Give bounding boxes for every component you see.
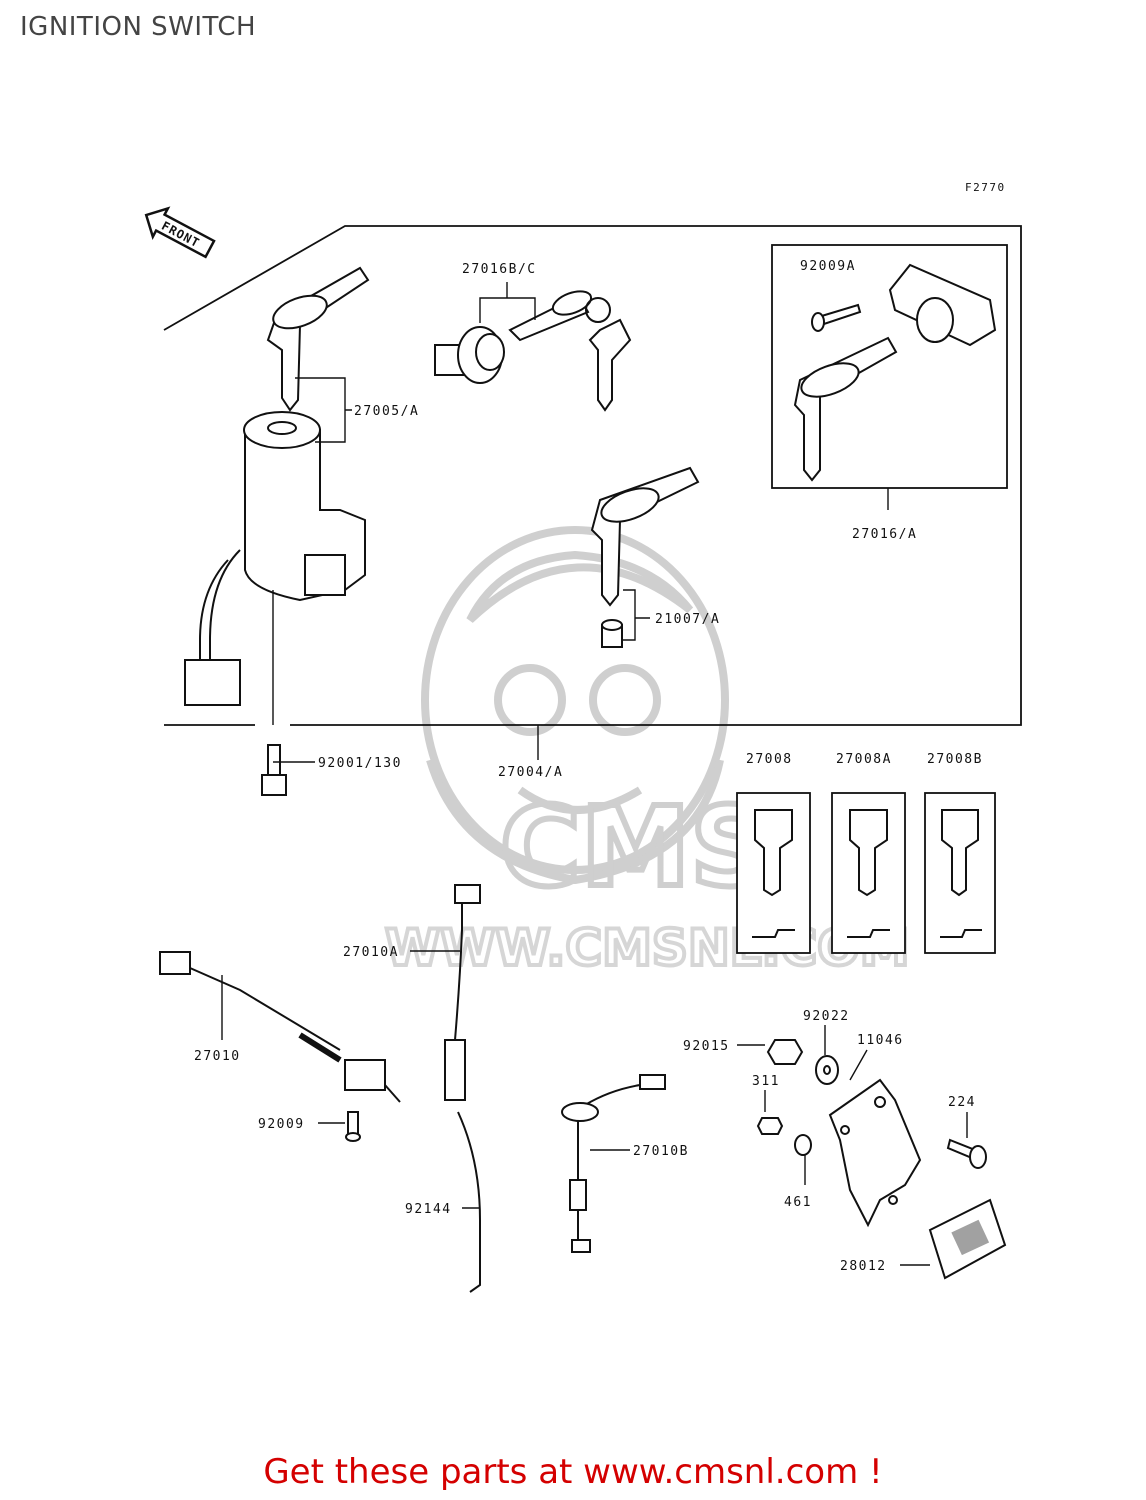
part-label-27004a: 27004/A bbox=[498, 765, 563, 780]
part-label-224: 224 bbox=[948, 1095, 976, 1110]
key-set-box bbox=[771, 244, 1008, 489]
bracket-icon bbox=[828, 1078, 922, 1228]
part-label-27010b: 27010B bbox=[633, 1144, 689, 1159]
part-label-28012: 28012 bbox=[840, 1259, 887, 1274]
reflector-icon bbox=[928, 1198, 1007, 1280]
washer-icon bbox=[794, 1055, 839, 1156]
small-lock-icon bbox=[601, 619, 623, 648]
ignition-switch-body bbox=[184, 411, 366, 706]
harness-27010a bbox=[444, 884, 481, 1293]
part-label-21007a: 21007/A bbox=[655, 612, 720, 627]
lock-housing-icon bbox=[888, 263, 997, 347]
part-label-92001: 92001/130 bbox=[318, 756, 402, 771]
screw-icon bbox=[811, 303, 862, 332]
part-label-27010a: 27010A bbox=[343, 945, 399, 960]
key-icon bbox=[590, 466, 700, 607]
lock-cylinder-icon bbox=[434, 326, 505, 384]
part-label-27008b: 27008B bbox=[927, 752, 983, 767]
watermark-mascot bbox=[421, 526, 729, 885]
key-profile-icon bbox=[752, 929, 982, 938]
leader-lines bbox=[221, 282, 968, 1266]
bolt-icon bbox=[261, 744, 287, 796]
part-label-92009: 92009 bbox=[258, 1117, 305, 1132]
bolt-icon bbox=[946, 1138, 987, 1169]
page-title: IGNITION SWITCH bbox=[20, 12, 257, 42]
part-label-27016a: 27016/A bbox=[852, 527, 917, 542]
part-label-92015: 92015 bbox=[683, 1039, 730, 1054]
watermark-url: WWW.CMSNL.COM bbox=[385, 919, 910, 977]
part-label-92022: 92022 bbox=[803, 1009, 850, 1024]
key-blank-icon bbox=[754, 809, 979, 897]
part-label-92144: 92144 bbox=[405, 1202, 452, 1217]
figure-code: F2770 bbox=[965, 181, 1006, 194]
harness-27010 bbox=[159, 951, 401, 1103]
key-icon bbox=[266, 266, 370, 412]
part-label-311: 311 bbox=[752, 1074, 780, 1089]
watermark-brand: CMS bbox=[500, 783, 769, 911]
part-label-27005a: 27005/A bbox=[354, 404, 419, 419]
part-label-27008a: 27008A bbox=[836, 752, 892, 767]
harness-27010b bbox=[561, 1074, 666, 1253]
front-arrow-icon: FRONT bbox=[144, 206, 216, 259]
part-label-461: 461 bbox=[784, 1195, 812, 1210]
part-label-27008: 27008 bbox=[746, 752, 793, 767]
key-icon bbox=[793, 336, 898, 482]
key-icon bbox=[508, 290, 632, 412]
part-label-92009a: 92009A bbox=[800, 259, 856, 274]
nut-icon bbox=[756, 1039, 804, 1135]
screw-icon bbox=[345, 1111, 361, 1142]
footer-cta-link[interactable]: Get these parts at www.cmsnl.com ! bbox=[263, 1452, 883, 1492]
assembly-boundary bbox=[163, 225, 1022, 726]
part-label-27016bc: 27016B/C bbox=[462, 262, 537, 277]
part-label-27010: 27010 bbox=[194, 1049, 241, 1064]
part-label-11046: 11046 bbox=[857, 1033, 904, 1048]
